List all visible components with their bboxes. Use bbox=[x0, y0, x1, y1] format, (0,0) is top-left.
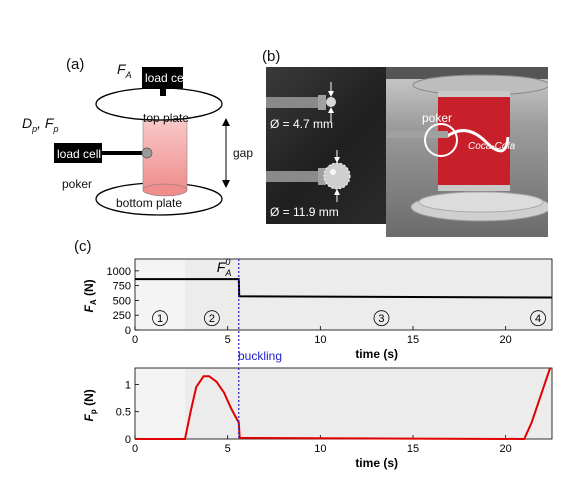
side-force-label: Dp, Fp bbox=[22, 115, 59, 134]
large-diameter-label: Ø = 11.9 mm bbox=[270, 205, 339, 219]
x-tick-label: 15 bbox=[407, 334, 419, 346]
panel-b-label: (b) bbox=[262, 48, 281, 65]
y-tick-label: 1 bbox=[125, 379, 131, 391]
poker-tip bbox=[141, 147, 153, 159]
panel-c-label: (c) bbox=[74, 238, 92, 255]
x-tick-label: 20 bbox=[500, 334, 512, 346]
side-load-cell bbox=[54, 143, 102, 163]
phase-region-3 bbox=[238, 368, 525, 439]
phase-region-2 bbox=[185, 259, 239, 330]
y-tick-label: 500 bbox=[113, 295, 131, 307]
top-plate-label: top plate bbox=[143, 111, 190, 125]
small-diameter-label: Ø = 4.7 mm bbox=[270, 117, 334, 131]
poker-photo-label: poker bbox=[422, 111, 453, 125]
x-tick-label: 0 bbox=[132, 443, 138, 455]
y-tick-label: 0 bbox=[125, 325, 131, 337]
x-tick-label: 10 bbox=[314, 443, 326, 455]
phase-marker-4 bbox=[530, 310, 547, 327]
poker-tips-photo: Ø = 4.7 mm Ø = 11.9 mm bbox=[266, 67, 386, 224]
phase-marker-label: 1 bbox=[157, 313, 163, 325]
x-tick-label: 0 bbox=[132, 334, 138, 346]
phase-marker-1 bbox=[152, 310, 168, 327]
top-force-label: FA bbox=[117, 61, 132, 80]
gap-label: gap bbox=[233, 146, 254, 160]
phase-region-1 bbox=[135, 259, 186, 330]
test-rig-diagram bbox=[54, 67, 230, 216]
phase-region-3 bbox=[238, 259, 525, 330]
poker-rod bbox=[102, 151, 146, 155]
can-test-photo: Coca-Cola poker bbox=[386, 67, 548, 237]
phase-marker-2 bbox=[204, 310, 220, 327]
panel-a-label: (a) bbox=[66, 56, 85, 73]
top-load-cell-label: load cell bbox=[145, 71, 190, 85]
x-tick-label: 5 bbox=[225, 443, 231, 455]
phase-marker-3 bbox=[373, 310, 390, 327]
y-tick-label: 1000 bbox=[107, 266, 131, 278]
critical-force-annotation: FA0 bbox=[217, 257, 232, 278]
buckling-label: buckling bbox=[238, 349, 283, 363]
phase-marker-label: 2 bbox=[209, 313, 215, 325]
side-load-cell-label: load cell bbox=[57, 147, 102, 161]
y-axis-label: FA (N) bbox=[82, 279, 98, 312]
y-tick-label: 0 bbox=[125, 434, 131, 446]
x-tick-label: 15 bbox=[407, 443, 419, 455]
phase-marker-label: 3 bbox=[378, 313, 384, 325]
poker-label: poker bbox=[62, 177, 93, 191]
plot-frame bbox=[134, 258, 553, 331]
phase-marker-label: 4 bbox=[535, 313, 541, 325]
y-tick-label: 250 bbox=[113, 310, 131, 322]
x-axis-label: time (s) bbox=[355, 456, 398, 470]
series-line-0 bbox=[135, 367, 552, 441]
y-tick-label: 750 bbox=[113, 281, 131, 293]
y-tick-label: 0.5 bbox=[116, 407, 131, 419]
y-axis-label: Fp (N) bbox=[82, 389, 98, 421]
x-tick-label: 5 bbox=[225, 334, 231, 346]
x-tick-label: 10 bbox=[314, 334, 326, 346]
svg-text:Coca-Cola: Coca-Cola bbox=[468, 141, 516, 152]
top-load-cell bbox=[142, 67, 183, 89]
x-tick-label: 20 bbox=[500, 443, 512, 455]
phase-region-4 bbox=[524, 259, 552, 330]
bottom-plate-label: bottom plate bbox=[116, 196, 183, 210]
phase-region-1 bbox=[135, 368, 186, 439]
x-axis-label: time (s) bbox=[355, 347, 398, 361]
